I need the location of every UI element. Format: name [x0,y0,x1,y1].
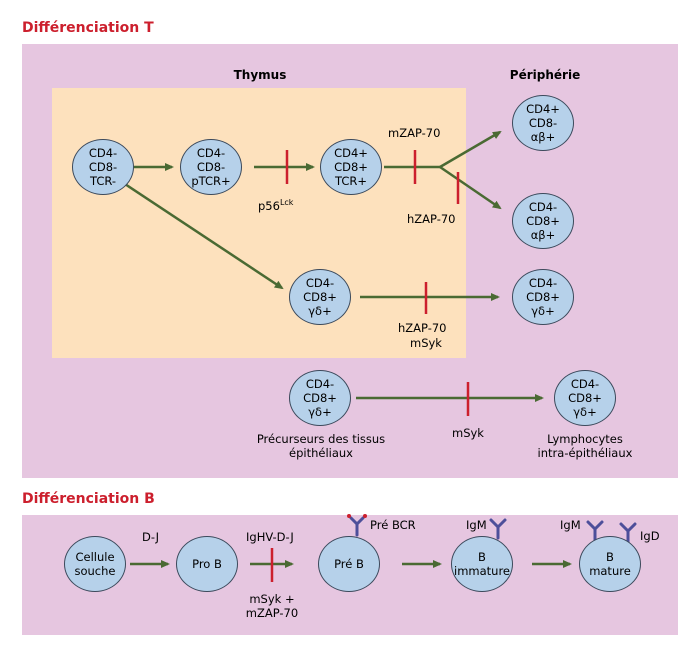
pre-bcr-dots-icon [347,514,367,518]
cell-line: CD4- [528,200,558,214]
igm-mature-label: IgM [560,518,581,532]
cell-line: CD4- [88,146,118,160]
t-cell-cd8-ab-peripheral: CD4- CD8+ αβ+ [512,193,574,249]
t-cell-gd-precursor: CD4- CD8+ γδ+ [289,370,351,426]
dj-label: D-J [142,530,160,544]
t-cell-pre-tcr: CD4- CD8- pTCR+ [180,139,242,195]
t-cell-gd-peripheral: CD4- CD8+ γδ+ [512,269,574,325]
cell-line: immature [454,564,510,578]
arrow-c1-c6 [124,182,284,290]
cell-line: CD8- [196,160,226,174]
lymphocytes-label: Lymphocytes intra-épithéliaux [525,432,645,460]
cell-line: αβ+ [530,228,556,242]
cell-line: Pro B [192,557,222,571]
cell-line: CD8+ [568,391,602,405]
cell-line: γδ+ [308,304,332,318]
cell-line: CD8+ [303,290,337,304]
hzap70-gd-label: hZAP-70 [398,321,447,335]
cell-line: Pré B [334,557,364,571]
msyk-gd-label: mSyk [410,336,442,350]
cell-line: CD4- [305,276,335,290]
cell-line: CD8+ [526,290,560,304]
t-cell-cd4neg-cd8neg-tcrneg: CD4- CD8- TCR- [72,139,134,195]
cell-line: mature [589,564,631,578]
b-cell-mature: B mature [579,536,641,592]
b-differentiation-title: Différenciation B [22,491,155,507]
mzap70-label: mZAP-70 [388,126,441,140]
cell-line: TCR- [89,174,117,188]
thymus-label: Thymus [233,68,287,82]
hzap70-fork-label: hZAP-70 [407,212,456,226]
cell-line: αβ+ [530,130,556,144]
t-cell-gd-thymus: CD4- CD8+ γδ+ [289,269,351,325]
precurseurs-line2: épithéliaux [289,446,353,460]
cell-line: CD4- [528,276,558,290]
cell-line: CD4- [570,377,600,391]
lymphocytes-line1: Lymphocytes [547,432,623,446]
cell-line: B [606,550,614,564]
arrow-fork-c5 [439,165,502,210]
cell-line: TCR+ [334,174,367,188]
cell-line: CD8- [528,116,558,130]
igd-receptor-mature-icon [619,522,637,544]
t-cell-cd4-ab-peripheral: CD4+ CD8- αβ+ [512,95,574,151]
cell-line: CD4+ [334,146,368,160]
cell-line: CD4- [196,146,226,160]
thymus-box [52,88,466,358]
pre-bcr-label: Pré BCR [370,518,416,532]
igm-immature-label: IgM [466,518,487,532]
cell-line: γδ+ [573,405,597,419]
cell-line: γδ+ [531,304,555,318]
t-cell-gd-intraepithelial: CD4- CD8+ γδ+ [554,370,616,426]
lymphocytes-line2: intra-épithéliaux [537,446,633,460]
msyk-epith-label: mSyk [452,426,484,440]
b-cell-immature: B immature [451,536,513,592]
t-cell-double-positive: CD4+ CD8+ TCR+ [320,139,382,195]
lck-superscript: Lck [279,198,294,207]
peripherie-label: Périphérie [509,68,581,82]
cell-line: souche [74,564,116,578]
msyk-zap-line1: mSyk + [249,592,295,606]
p56-text: p56 [258,198,280,213]
precurseurs-line1: Précurseurs des tissus [256,432,386,446]
igd-label: IgD [640,529,660,543]
msyk-zap-line2: mZAP-70 [245,606,299,620]
cell-line: CD8- [88,160,118,174]
msyk-zap-label: mSyk + mZAP-70 [242,592,302,620]
cell-line: B [478,550,486,564]
pre-bcr-receptor-icon [349,516,365,537]
b-cell-pre-b: Pré B [318,536,380,592]
p56-lck-label: p56Lck [258,196,293,213]
arrow-fork-c4 [439,130,502,169]
b-cell-cellule-souche: Cellule souche [64,536,126,592]
cell-line: CD4+ [526,102,560,116]
precurseurs-label: Précurseurs des tissus épithéliaux [246,432,396,460]
cell-line: CD4- [305,377,335,391]
ighv-label: IgHV-D-J [246,530,294,544]
cell-line: γδ+ [308,405,332,419]
igm-receptor-immature-icon [489,518,507,540]
cell-line: Cellule [75,550,115,564]
cell-line: CD8+ [334,160,368,174]
cell-line: pTCR+ [191,174,231,188]
t-differentiation-title: Différenciation T [22,20,154,36]
cell-line: CD8+ [526,214,560,228]
cell-line: CD8+ [303,391,337,405]
b-cell-pro-b: Pro B [176,536,238,592]
